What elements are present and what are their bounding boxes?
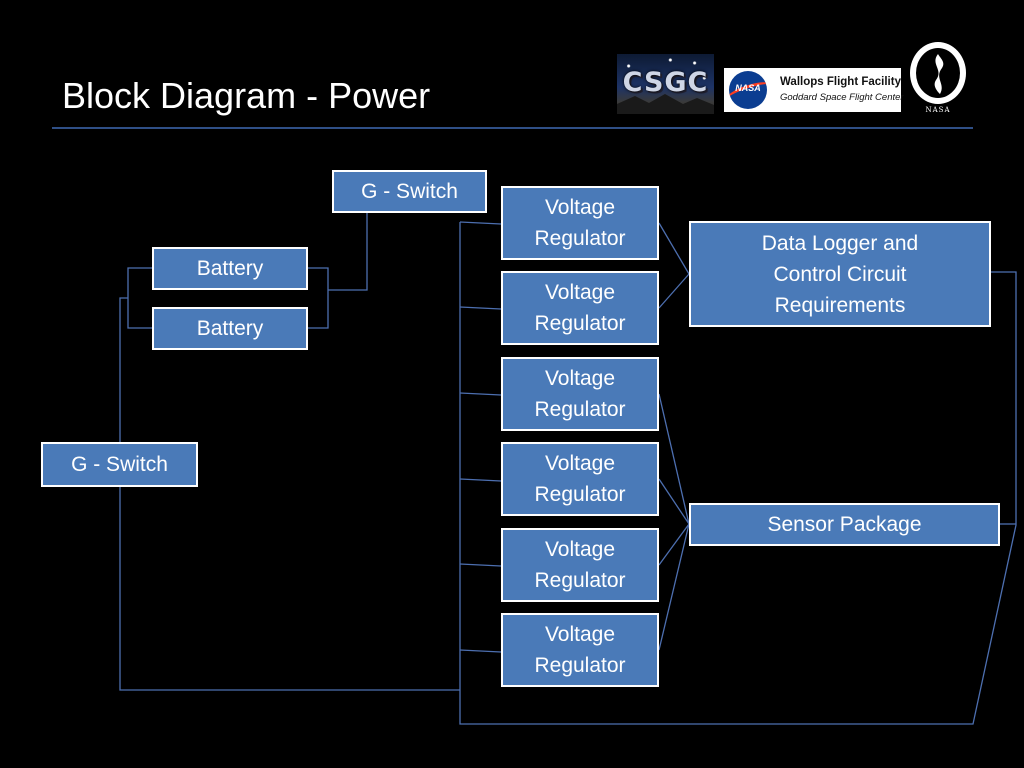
wire-vr4-to-sensor — [658, 478, 690, 525]
csgc-logo-text: CSGC — [622, 67, 709, 98]
wallops-name: Wallops Flight Facility — [780, 76, 901, 88]
wallops-logo: NASA Wallops Flight Facility Goddard Spa… — [724, 68, 904, 112]
wire-bus-vr-4 — [459, 478, 502, 482]
data-logger-block: Data Logger and Control Circuit Requirem… — [689, 221, 991, 327]
vr-5-line2: Regulator — [534, 569, 626, 592]
wire-bus-vr-3 — [459, 392, 502, 396]
g-switch-left-block: G - Switch — [41, 442, 198, 487]
vr-1-line2: Regulator — [534, 227, 626, 250]
vr-3-line1: Voltage — [544, 367, 616, 390]
vr-2-line1: Voltage — [544, 281, 616, 304]
data-logger-line2: Control Circuit — [773, 262, 907, 286]
wire-bus-vr-5 — [459, 563, 502, 567]
nasa-meatball-icon: NASA — [729, 71, 767, 109]
wire-left-switch-down — [119, 487, 460, 691]
space-grant-seal-icon: NASA — [908, 40, 968, 116]
wire-bus-to-left-switch — [119, 297, 128, 442]
battery-block-1: Battery — [152, 247, 308, 290]
title-divider — [52, 127, 973, 129]
battery-2-label: Battery — [196, 317, 264, 340]
csgc-logo: CSGC — [617, 54, 714, 114]
data-logger-line1: Data Logger and — [761, 231, 919, 255]
vr-1-line1: Voltage — [544, 196, 616, 219]
wire-vr6-to-sensor — [658, 523, 690, 651]
wire-bus-vr-6 — [459, 649, 502, 653]
seal-label: NASA — [925, 106, 951, 114]
vr-6-line1: Voltage — [544, 623, 616, 646]
wire-bus-vr-2 — [459, 306, 502, 310]
data-logger-line3: Requirements — [774, 293, 906, 317]
slide-title: Block Diagram - Power — [62, 75, 431, 116]
g-switch-left-label: G - Switch — [71, 453, 168, 476]
wire-vr2-to-logger — [658, 273, 690, 309]
wire-main-bus — [459, 222, 1017, 725]
vr-6-line2: Regulator — [534, 654, 626, 677]
battery-block-2: Battery — [152, 307, 308, 350]
vr-3-line2: Regulator — [534, 398, 626, 421]
wire-vr1-to-logger — [658, 222, 690, 275]
g-switch-top-label: G - Switch — [361, 180, 458, 203]
wallops-subtitle: Goddard Space Flight Center — [780, 92, 904, 103]
wire-batteries-left — [127, 267, 152, 329]
vr-5-line1: Voltage — [544, 538, 616, 561]
vr-4-line1: Voltage — [544, 452, 616, 475]
wire-batteries-right — [308, 267, 329, 329]
sensor-package-block: Sensor Package — [689, 503, 1000, 546]
vr-2-line2: Regulator — [534, 312, 626, 335]
vr-4-line2: Regulator — [534, 483, 626, 506]
wire-bus-vr-1 — [459, 221, 502, 225]
battery-1-label: Battery — [196, 257, 264, 280]
wire-vr3-to-sensor — [658, 393, 690, 525]
g-switch-top-block: G - Switch — [332, 170, 487, 213]
sensor-package-label: Sensor Package — [767, 513, 922, 536]
wire-gswitch-top-down — [328, 213, 368, 291]
wire-vr5-to-sensor — [658, 523, 690, 566]
